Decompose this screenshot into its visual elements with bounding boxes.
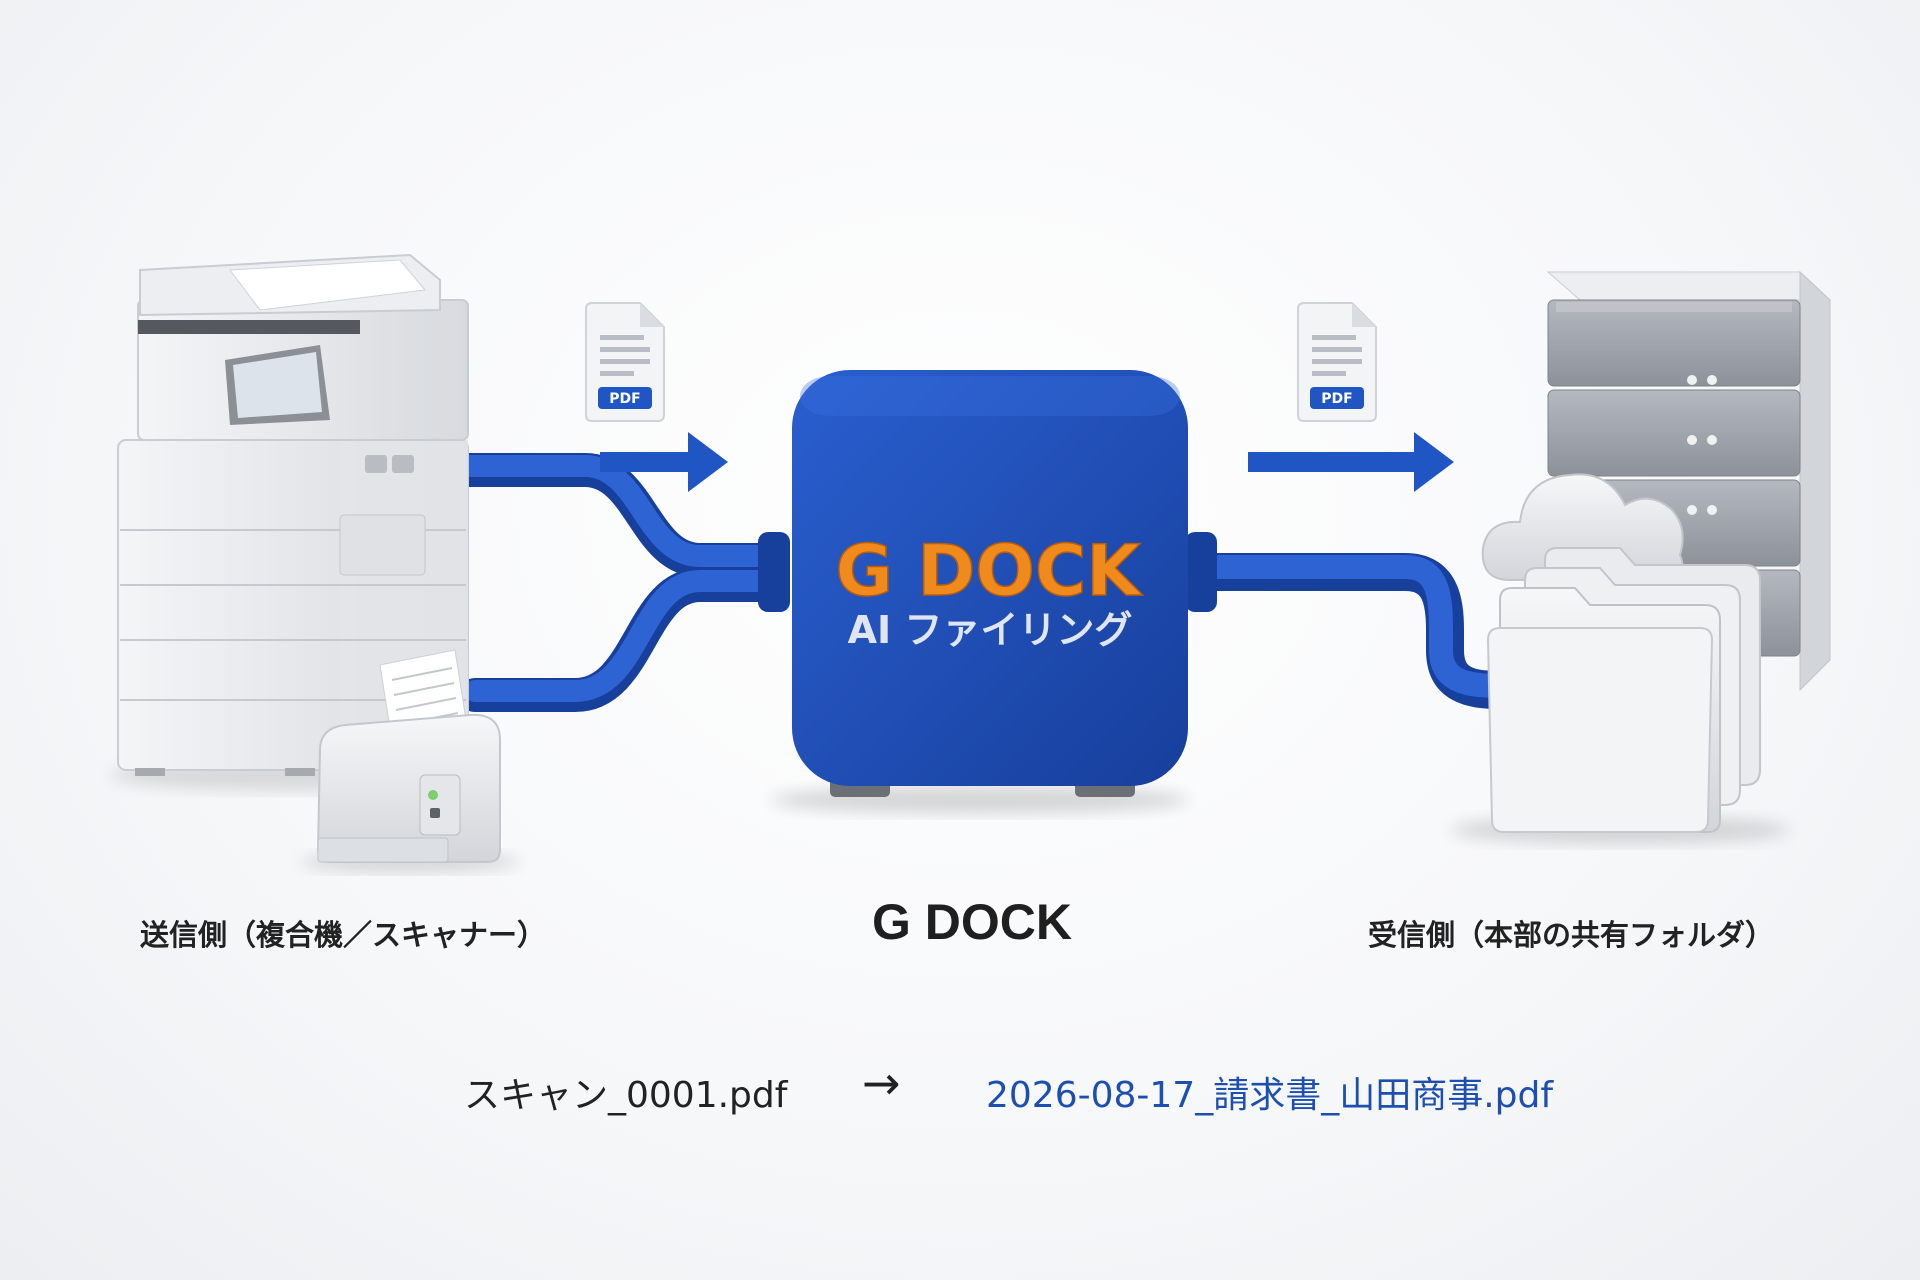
- center-label: G DOCK: [872, 894, 1072, 950]
- right-arrow-icon: [1248, 432, 1454, 492]
- pdf-badge-left: PDF: [609, 391, 640, 407]
- sender-label: 送信側（複合機／スキャナー）: [140, 918, 547, 952]
- cloud-icon: [1481, 473, 1684, 581]
- device-subtitle: AI ファイリング: [848, 608, 1133, 652]
- pdf-document-icon: PDF: [585, 302, 665, 422]
- g-dock-device: G DOCK AI ファイリング: [770, 370, 1190, 814]
- right-arrow-icon: [600, 432, 728, 492]
- pipes: [438, 453, 1519, 712]
- filename-before: スキャン_0001.pdf: [464, 1075, 788, 1116]
- output-connector: [1185, 532, 1217, 612]
- device-title: G DOCK: [835, 530, 1143, 612]
- folder-icon: [1486, 547, 1761, 833]
- pdf-badge-right: PDF: [1321, 391, 1352, 407]
- input-connector: [758, 532, 790, 612]
- pdf-document-icon: PDF: [1297, 302, 1377, 422]
- document-scanner-icon: [300, 649, 520, 872]
- receiver-label: 受信側（本部の共有フォルダ）: [1368, 918, 1775, 952]
- filename-arrow: →: [862, 1056, 901, 1110]
- filename-after: 2026-08-17_請求書_山田商事.pdf: [986, 1075, 1554, 1116]
